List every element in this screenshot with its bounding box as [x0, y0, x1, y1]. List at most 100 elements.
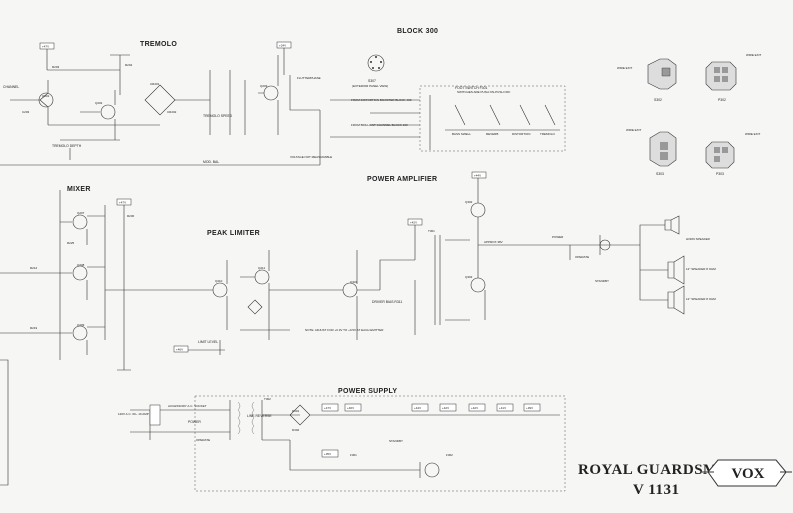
- svg-text:+46V: +46V: [347, 406, 354, 410]
- connector-s302: S302 WIRE EXIT: [617, 58, 677, 102]
- svg-text:+44V: +44V: [414, 406, 421, 410]
- standby-label: STANDBY: [595, 279, 609, 283]
- svg-text:CR202: CR202: [167, 110, 177, 114]
- foot-switch-3: DISTORTION: [512, 132, 530, 136]
- svg-text:+35V: +35V: [324, 452, 331, 456]
- svg-text:Q208: Q208: [77, 263, 85, 267]
- speaker2-label: 12" SPEAKER 8 OHM: [686, 297, 716, 301]
- flutterphase-label: FLUTTERPHASE: [297, 76, 321, 80]
- standby-ps-label: STANDBY: [389, 439, 403, 443]
- svg-text:WIRE EXIT: WIRE EXIT: [746, 53, 762, 57]
- svg-text:+46V: +46V: [176, 348, 183, 352]
- s307-note: (EXTERIOR PANEL VIEW): [352, 84, 388, 88]
- svg-text:+42V: +42V: [471, 406, 478, 410]
- svg-text:+39V: +39V: [526, 406, 533, 410]
- svg-text:+47V: +47V: [42, 45, 49, 49]
- svg-text:T302: T302: [264, 397, 271, 401]
- power-supply-section: 120V A.C. 60~ 10 AMP ACCESSORY A.C. SOCK…: [118, 395, 566, 492]
- approx-label: APPROX 38V: [484, 240, 503, 244]
- foot-switch-label: FOOT SWITCH F301: [455, 86, 487, 90]
- svg-text:R225: R225: [67, 241, 75, 245]
- svg-text:+42V: +42V: [410, 221, 417, 225]
- foot-switch-1: BASS SWELL: [452, 132, 471, 136]
- speaker1-label: 12" SPEAKER 8 OHM: [686, 267, 716, 271]
- supply-rail-boxes: +47V +46V +44V +42V +42V +41V +39V +35V: [321, 403, 541, 458]
- svg-text:F302: F302: [446, 453, 453, 457]
- svg-text:P302: P302: [718, 98, 726, 102]
- svg-text:CR201: CR201: [150, 82, 160, 86]
- tremolo-speed-label: TREMOLO SPEED: [203, 114, 233, 118]
- svg-text:S303: S303: [656, 172, 664, 176]
- foot-switch-note: SWITCHES ARE PUSH ON-PUSH OFF: [457, 90, 511, 94]
- svg-text:Q211: Q211: [258, 266, 265, 270]
- svg-text:R230: R230: [127, 214, 135, 218]
- svg-text:+47V: +47V: [119, 201, 126, 205]
- svg-text:Q303: Q303: [465, 275, 473, 279]
- svg-text:+44V: +44V: [474, 174, 481, 178]
- accessory-label: ACCESSORY A.C. SOCKET: [168, 404, 207, 408]
- connectors-group: S302 WIRE EXIT P302 WIRE EXIT S303 WIRE …: [617, 53, 762, 176]
- svg-text:P303: P303: [716, 172, 724, 176]
- svg-text:WIRE EXIT: WIRE EXIT: [617, 66, 633, 70]
- svg-text:D301: D301: [292, 409, 300, 413]
- operate-label: OPERATE: [196, 438, 210, 442]
- power-switch-label: POWER: [552, 235, 564, 239]
- from-brilliant-label: FROM BRILLIANT CHANNEL BLOCK 100: [351, 123, 408, 127]
- peak-limiter-section: +46V LIMIT LEVEL Q210 Q211: [173, 250, 300, 355]
- svg-text:C203: C203: [22, 110, 30, 114]
- svg-text:+42V: +42V: [442, 406, 449, 410]
- voltage-not-measurable-label: VOLTAGE NOT MEASURABLE: [290, 155, 332, 159]
- title-block: ROYAL GUARDSMAN V 1131 VOX: [578, 459, 792, 498]
- vox-logo: VOX: [702, 459, 792, 487]
- s307-label: S307: [368, 79, 376, 83]
- svg-text:Q301: Q301: [350, 280, 358, 284]
- svg-text:+24V: +24V: [279, 44, 286, 48]
- svg-text:T301: T301: [428, 229, 435, 233]
- svg-text:Q207: Q207: [77, 211, 85, 215]
- peak-limiter-title: PEAK LIMITER: [207, 230, 260, 237]
- svg-text:+41V: +41V: [499, 406, 506, 410]
- svg-text:WIRE EXIT: WIRE EXIT: [745, 132, 761, 136]
- power-label: POWER: [188, 420, 201, 424]
- connector-s303: S303 WIRE EXIT: [626, 128, 677, 176]
- foot-switch-4: TREMOLO: [540, 132, 556, 136]
- svg-text:R204: R204: [125, 63, 133, 67]
- power-amplifier-title: POWER AMPLIFIER: [367, 176, 437, 183]
- svg-text:Q201: Q201: [42, 94, 50, 98]
- svg-text:R219: R219: [30, 326, 38, 330]
- tremolo-section: +47V +24V CHANNEL TREMOLO DEPTH TREMOLO …: [0, 41, 332, 166]
- foot-switch-2: REVERB: [486, 132, 498, 136]
- power-supply-title: POWER SUPPLY: [338, 388, 397, 395]
- driver-bias-label: DRIVER BIAS R311: [372, 300, 402, 304]
- power-amplifier-section: +44V +42V Q301 Q302 Q303 T301 DRIVER BIA…: [300, 171, 716, 340]
- svg-text:Q203: Q203: [260, 84, 268, 88]
- block300-section: S307 (EXTERIOR PANEL VIEW) FOOT SWITCH F…: [330, 54, 566, 152]
- svg-text:R212: R212: [30, 266, 38, 270]
- connector-p303: P303 WIRE EXIT: [705, 132, 761, 176]
- from-distortion-label: FROM DISTORTION BOOSTER BLOCK 400: [351, 98, 412, 102]
- model-name: ROYAL GUARDSMAN: [578, 462, 740, 478]
- mixer-section: +47V Q207 Q208 Q209 R212 R219 R225 R230: [0, 190, 200, 371]
- svg-text:+47V: +47V: [324, 406, 331, 410]
- channel-label: CHANNEL: [3, 85, 19, 89]
- block300-title: BLOCK 300: [397, 28, 438, 35]
- tremolo-title: TREMOLO: [140, 41, 177, 48]
- mod-bal-label: MOD. BAL: [203, 160, 219, 164]
- operate-label-amp: OPERATE: [575, 255, 589, 259]
- horn-label: HORN SPEAKER: [686, 237, 711, 241]
- svg-text:Q202: Q202: [95, 101, 103, 105]
- svg-text:S302: S302: [654, 98, 662, 102]
- svg-text:Q302: Q302: [465, 200, 473, 204]
- svg-text:Q210: Q210: [215, 279, 223, 283]
- svg-text:F301: F301: [350, 453, 357, 457]
- svg-text:Q209: Q209: [77, 323, 85, 327]
- bias-note: NOTE: ADJUST FOR +0.3V TO +0.5V AT EACH …: [305, 328, 384, 332]
- svg-text:R203: R203: [52, 65, 60, 69]
- mains-label: 120V A.C. 60~ 10 AMP: [118, 412, 149, 416]
- model-number: V 1131: [633, 482, 679, 498]
- line-reverse-label: LINE REVERSE: [247, 414, 272, 418]
- vox-logo-text: VOX: [731, 466, 764, 482]
- connector-p302: P302 WIRE EXIT: [705, 53, 762, 102]
- svg-text:WIRE EXIT: WIRE EXIT: [626, 128, 642, 132]
